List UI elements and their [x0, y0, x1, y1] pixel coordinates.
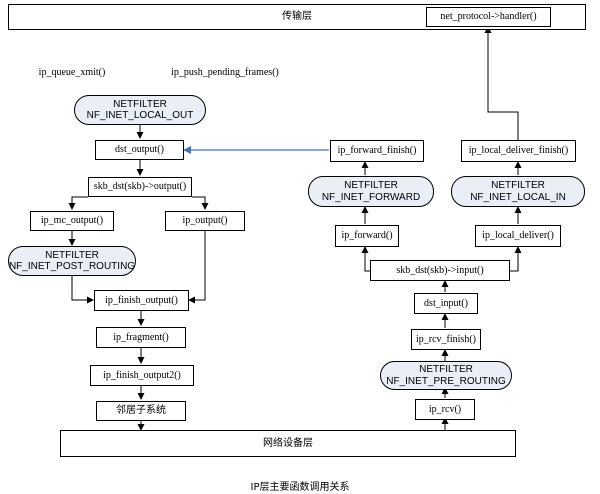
hook-local-in-line1: NETFILTER	[491, 180, 545, 191]
ip-local-deliver-label: ip_local_deliver()	[482, 230, 554, 242]
neighbor-subsystem-box: 邻居子系统	[96, 401, 186, 421]
dst-input-box: dst_input()	[414, 293, 478, 314]
hook-post-routing: NETFILTER NF_INET_POST_ROUTING	[8, 246, 136, 276]
ip-local-deliver-finish-label: ip_local_deliver_finish()	[468, 145, 569, 157]
neighbor-subsystem-label: 邻居子系统	[116, 405, 166, 417]
ip-forward-label: ip_forward()	[341, 230, 393, 242]
ip-finish-output-label: ip_finish_output()	[105, 294, 178, 306]
ip-output-label: ip_output()	[182, 215, 228, 227]
edge-post-routing-to-finish-output	[71, 276, 94, 304]
transport-layer-label: 传输层	[282, 11, 312, 23]
hook-post-routing-line2: NF_INET_POST_ROUTING	[8, 261, 136, 272]
ip-fragment-label: ip_fragment()	[113, 331, 169, 343]
hook-local-out-line2: NF_INET_LOCAL_OUT	[86, 110, 194, 121]
ip-output-box: ip_output()	[165, 211, 245, 231]
dst-input-label: dst_input()	[424, 297, 468, 309]
ip-queue-xmit-text: ip_queue_xmit()	[30, 62, 114, 82]
ip-mc-output-box: ip_mc_output()	[30, 211, 114, 231]
edge-deliver-finish-to-transport	[484, 26, 519, 140]
ip-fragment-box: ip_fragment()	[96, 327, 186, 348]
skb-dst-input-label: skb_dst(skb)->input()	[396, 264, 484, 276]
ip-rcv-box: ip_rcv()	[415, 399, 475, 420]
ip-rcv-finish-label: ip_rcv_finish()	[416, 333, 476, 345]
hook-pre-routing-line1: NETFILTER	[419, 364, 473, 375]
ip-finish-output2-box: ip_finish_output2()	[90, 365, 194, 386]
ip-local-deliver-finish-box: ip_local_deliver_finish()	[461, 140, 576, 162]
hook-pre-routing: NETFILTER NF_INET_PRE_ROUTING	[380, 361, 512, 390]
diagram-caption: IP层主要函数调用关系	[250, 482, 350, 493]
skb-dst-input-box: skb_dst(skb)->input()	[370, 260, 510, 281]
ip-push-pending-frames-label: ip_push_pending_frames()	[171, 66, 279, 78]
hook-post-routing-line1: NETFILTER	[45, 249, 99, 261]
net-protocol-handler-box: net_protocol->handler()	[426, 7, 551, 27]
hook-local-out: NETFILTER NF_INET_LOCAL_OUT	[74, 95, 206, 125]
net-protocol-handler-label: net_protocol->handler()	[440, 11, 537, 23]
dst-output-label: dst_output()	[115, 144, 164, 156]
ip-push-pending-frames-text: ip_push_pending_frames()	[166, 62, 284, 82]
edge-skb-input-to-local-deliver	[510, 246, 522, 272]
skb-dst-output-label: skb_dst(skb)->output()	[93, 181, 187, 193]
ip-finish-output2-label: ip_finish_output2()	[103, 369, 181, 381]
hook-local-in: NETFILTER NF_INET_LOCAL_IN	[451, 176, 585, 207]
edge-skb-output-to-mc-output	[68, 196, 88, 210]
hook-local-in-line2: NF_INET_LOCAL_IN	[470, 191, 566, 203]
hook-forward-line1: NETFILTER	[344, 180, 398, 191]
ip-forward-box: ip_forward()	[335, 225, 399, 247]
ip-forward-finish-label: ip_forward_finish()	[337, 145, 417, 157]
edge-ip-output-to-finish-output	[188, 231, 206, 304]
ip-forward-finish-box: ip_forward_finish()	[330, 140, 424, 162]
edge-skb-output-to-ip-output	[192, 196, 209, 210]
ip-mc-output-label: ip_mc_output()	[40, 215, 104, 227]
hook-pre-routing-line2: NF_INET_PRE_ROUTING	[386, 375, 506, 387]
ip-queue-xmit-label: ip_queue_xmit()	[38, 66, 106, 78]
ip-rcv-finish-box: ip_rcv_finish()	[411, 329, 481, 350]
hook-forward-line2: NF_INET_FORWARD	[321, 191, 421, 203]
ip-finish-output-box: ip_finish_output()	[94, 290, 189, 311]
dst-output-box: dst_output()	[95, 140, 184, 160]
ip-rcv-label: ip_rcv()	[428, 403, 462, 415]
skb-dst-output-box: skb_dst(skb)->output()	[88, 177, 192, 197]
hook-forward: NETFILTER NF_INET_FORWARD	[308, 176, 434, 207]
netdev-layer: 网络设备层	[60, 430, 516, 457]
hook-local-out-line1: NETFILTER	[113, 98, 167, 110]
netdev-layer-label: 网络设备层	[263, 437, 313, 449]
ip-local-deliver-box: ip_local_deliver()	[475, 225, 561, 247]
edge-skb-input-to-ip-forward	[361, 246, 370, 272]
